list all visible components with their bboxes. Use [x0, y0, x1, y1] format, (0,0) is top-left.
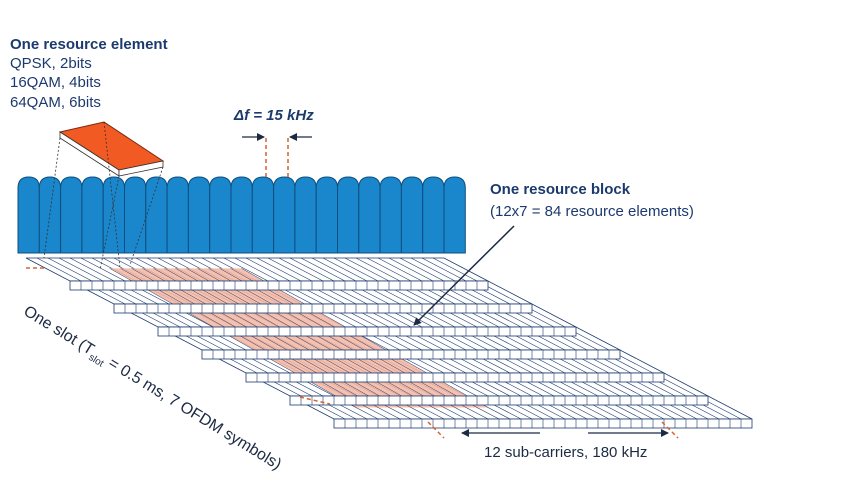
resource-block-divider — [142, 268, 390, 408]
subcarrier-17 — [358, 176, 381, 254]
subcarrier-19 — [400, 176, 424, 254]
row-top-divider — [289, 257, 335, 282]
row-top-divider — [300, 257, 346, 282]
subcarrier-10 — [209, 176, 232, 254]
row-top-divider — [377, 257, 423, 282]
resource-block-divider — [186, 268, 434, 408]
row-front-edge-5 — [245, 372, 665, 383]
slot-marker-end — [299, 396, 331, 405]
row-top-divider — [223, 257, 269, 282]
row-top-divider — [256, 257, 302, 282]
resource-block-title: One resource block — [490, 181, 631, 198]
subcarrier-20 — [422, 176, 445, 254]
subcarrier-12 — [251, 176, 275, 254]
row-top-divider — [267, 257, 313, 282]
row-top-divider — [366, 257, 412, 282]
row-top-divider — [278, 257, 324, 282]
row-front-edge-1 — [69, 280, 489, 291]
row-top-divider — [58, 257, 104, 282]
row-top-divider — [80, 257, 126, 282]
row-top-divider — [421, 257, 467, 282]
row-top-divider — [399, 257, 445, 282]
row-top-divider — [47, 257, 93, 282]
modulation-qpsk: QPSK, 2bits — [10, 55, 92, 72]
row-top-divider — [311, 257, 357, 282]
subcarrier-6 — [124, 176, 147, 254]
resource-element-title: One resource element — [10, 36, 168, 53]
subcarrier-18 — [379, 176, 402, 254]
modulation-16qam: 16QAM, 4bits — [10, 74, 101, 91]
resource-element-projection — [129, 166, 164, 266]
row-top-divider — [69, 257, 115, 282]
row-front-edge-7 — [333, 418, 753, 429]
row-top-divider — [322, 257, 368, 282]
resource-block-divider — [175, 268, 423, 408]
row-front-edge-6 — [289, 395, 709, 406]
row-top-divider — [355, 257, 401, 282]
resource-block-divider — [120, 268, 368, 408]
subcarrier-11 — [230, 176, 253, 254]
subcarrier-1 — [17, 176, 40, 254]
subcarrier-15 — [315, 176, 338, 254]
resource-block-divider — [153, 268, 401, 408]
resource-block-pointer — [413, 225, 515, 326]
subcarrier-8 — [166, 176, 189, 254]
subcarrier-marker-right — [661, 421, 679, 439]
resource-block-divider — [131, 268, 379, 408]
resource-block-subtitle: (12x7 = 84 resource elements) — [490, 203, 694, 220]
resource-element-callout — [43, 121, 165, 271]
row-front-edge-2 — [113, 303, 533, 314]
resource-block-divider — [197, 268, 445, 408]
subcarrier-4 — [81, 176, 104, 254]
row-top-divider — [36, 257, 82, 282]
row-top-divider — [245, 257, 291, 282]
subcarrier-9 — [187, 176, 211, 254]
row-top-divider — [432, 257, 478, 282]
modulation-64qam: 64QAM, 6bits — [10, 94, 101, 111]
row-top-divider — [333, 257, 379, 282]
resource-block-divider — [109, 268, 357, 408]
resource-element-projection — [43, 137, 61, 259]
subcarrier-14 — [294, 176, 317, 254]
resource-block-divider — [208, 268, 456, 408]
resource-block-divider — [164, 268, 412, 408]
subcarrier-spacing-label: Δf = 15 kHz — [234, 107, 314, 124]
row-top-divider — [344, 257, 390, 282]
grid-front-edge — [69, 280, 753, 429]
subcarrier-7 — [145, 176, 168, 254]
row-top-divider — [388, 257, 434, 282]
subcarriers-label: 12 sub-carriers, 180 kHz — [484, 444, 648, 461]
row-top-divider — [410, 257, 456, 282]
subcarrier-21 — [443, 176, 466, 254]
subcarrier-spectrum — [17, 176, 466, 254]
resource-block-divider — [230, 268, 478, 408]
resource-block-divider — [219, 268, 467, 408]
row-top-divider — [234, 257, 280, 282]
subcarrier-3 — [60, 176, 83, 254]
dimension-markers — [26, 133, 679, 439]
resource-block-divider — [241, 268, 489, 408]
subcarrier-16 — [337, 176, 360, 254]
row-front-edge-4 — [201, 349, 621, 360]
row-front-edge-3 — [157, 326, 577, 337]
subcarrier-13 — [273, 176, 296, 254]
subcarrier-marker-left — [427, 421, 445, 439]
resource-element-projection — [103, 121, 121, 269]
